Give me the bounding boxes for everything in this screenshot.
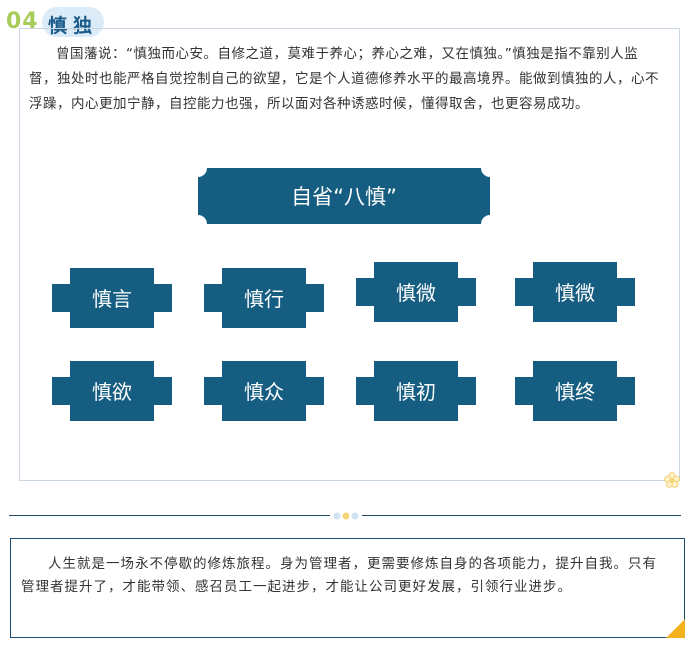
closing-box <box>10 538 685 638</box>
diagram-node-r2-3: 慎初 <box>356 361 476 421</box>
flower-icon <box>664 472 680 488</box>
diagram-node-r1-4-label: 慎微 <box>555 281 595 305</box>
diagram-node-r2-4-label: 慎终 <box>555 380 595 404</box>
diagram-node-r1-3-label: 慎微 <box>396 281 436 305</box>
diagram-node-r1-4: 慎微 <box>515 262 635 322</box>
diagram-node-r2-2-label: 慎众 <box>244 380 284 404</box>
section-title: 慎独 <box>48 15 99 37</box>
diagram-node-r2-4: 慎终 <box>515 361 635 421</box>
diagram-node-r1-3: 慎微 <box>356 262 476 322</box>
dots-icon <box>330 511 362 521</box>
closing-paragraph: 人生就是一场永不停歇的修炼旅程。身为管理者，更需要修炼自身的各项能力，提升自我。… <box>21 556 657 595</box>
content-panel <box>19 28 680 481</box>
corner-triangle-icon <box>666 619 685 638</box>
section-number: 04 <box>6 9 39 34</box>
diagram-node-r2-1-label: 慎欲 <box>92 380 132 404</box>
intro-paragraph: 曾国藩说：“慎独而心安。自修之道，莫难于养心；养心之难，又在慎独。”慎独是指不靠… <box>29 46 659 112</box>
diagram-node-r1-1: 慎言 <box>52 268 172 328</box>
diagram-node-r2-3-label: 慎初 <box>396 380 436 404</box>
section-title-badge <box>42 7 104 37</box>
diagram-title-label: 自省“八慎” <box>291 185 397 209</box>
diagram-node-r2-2: 慎众 <box>204 361 324 421</box>
diagram-node-r1-1-label: 慎言 <box>92 287 132 311</box>
diagram-node-r1-2-label: 慎行 <box>244 287 284 311</box>
diagram-node-r2-1: 慎欲 <box>52 361 172 421</box>
diagram-node-r1-2: 慎行 <box>204 268 324 328</box>
diagram-title-node: 自省“八慎” <box>198 168 490 224</box>
